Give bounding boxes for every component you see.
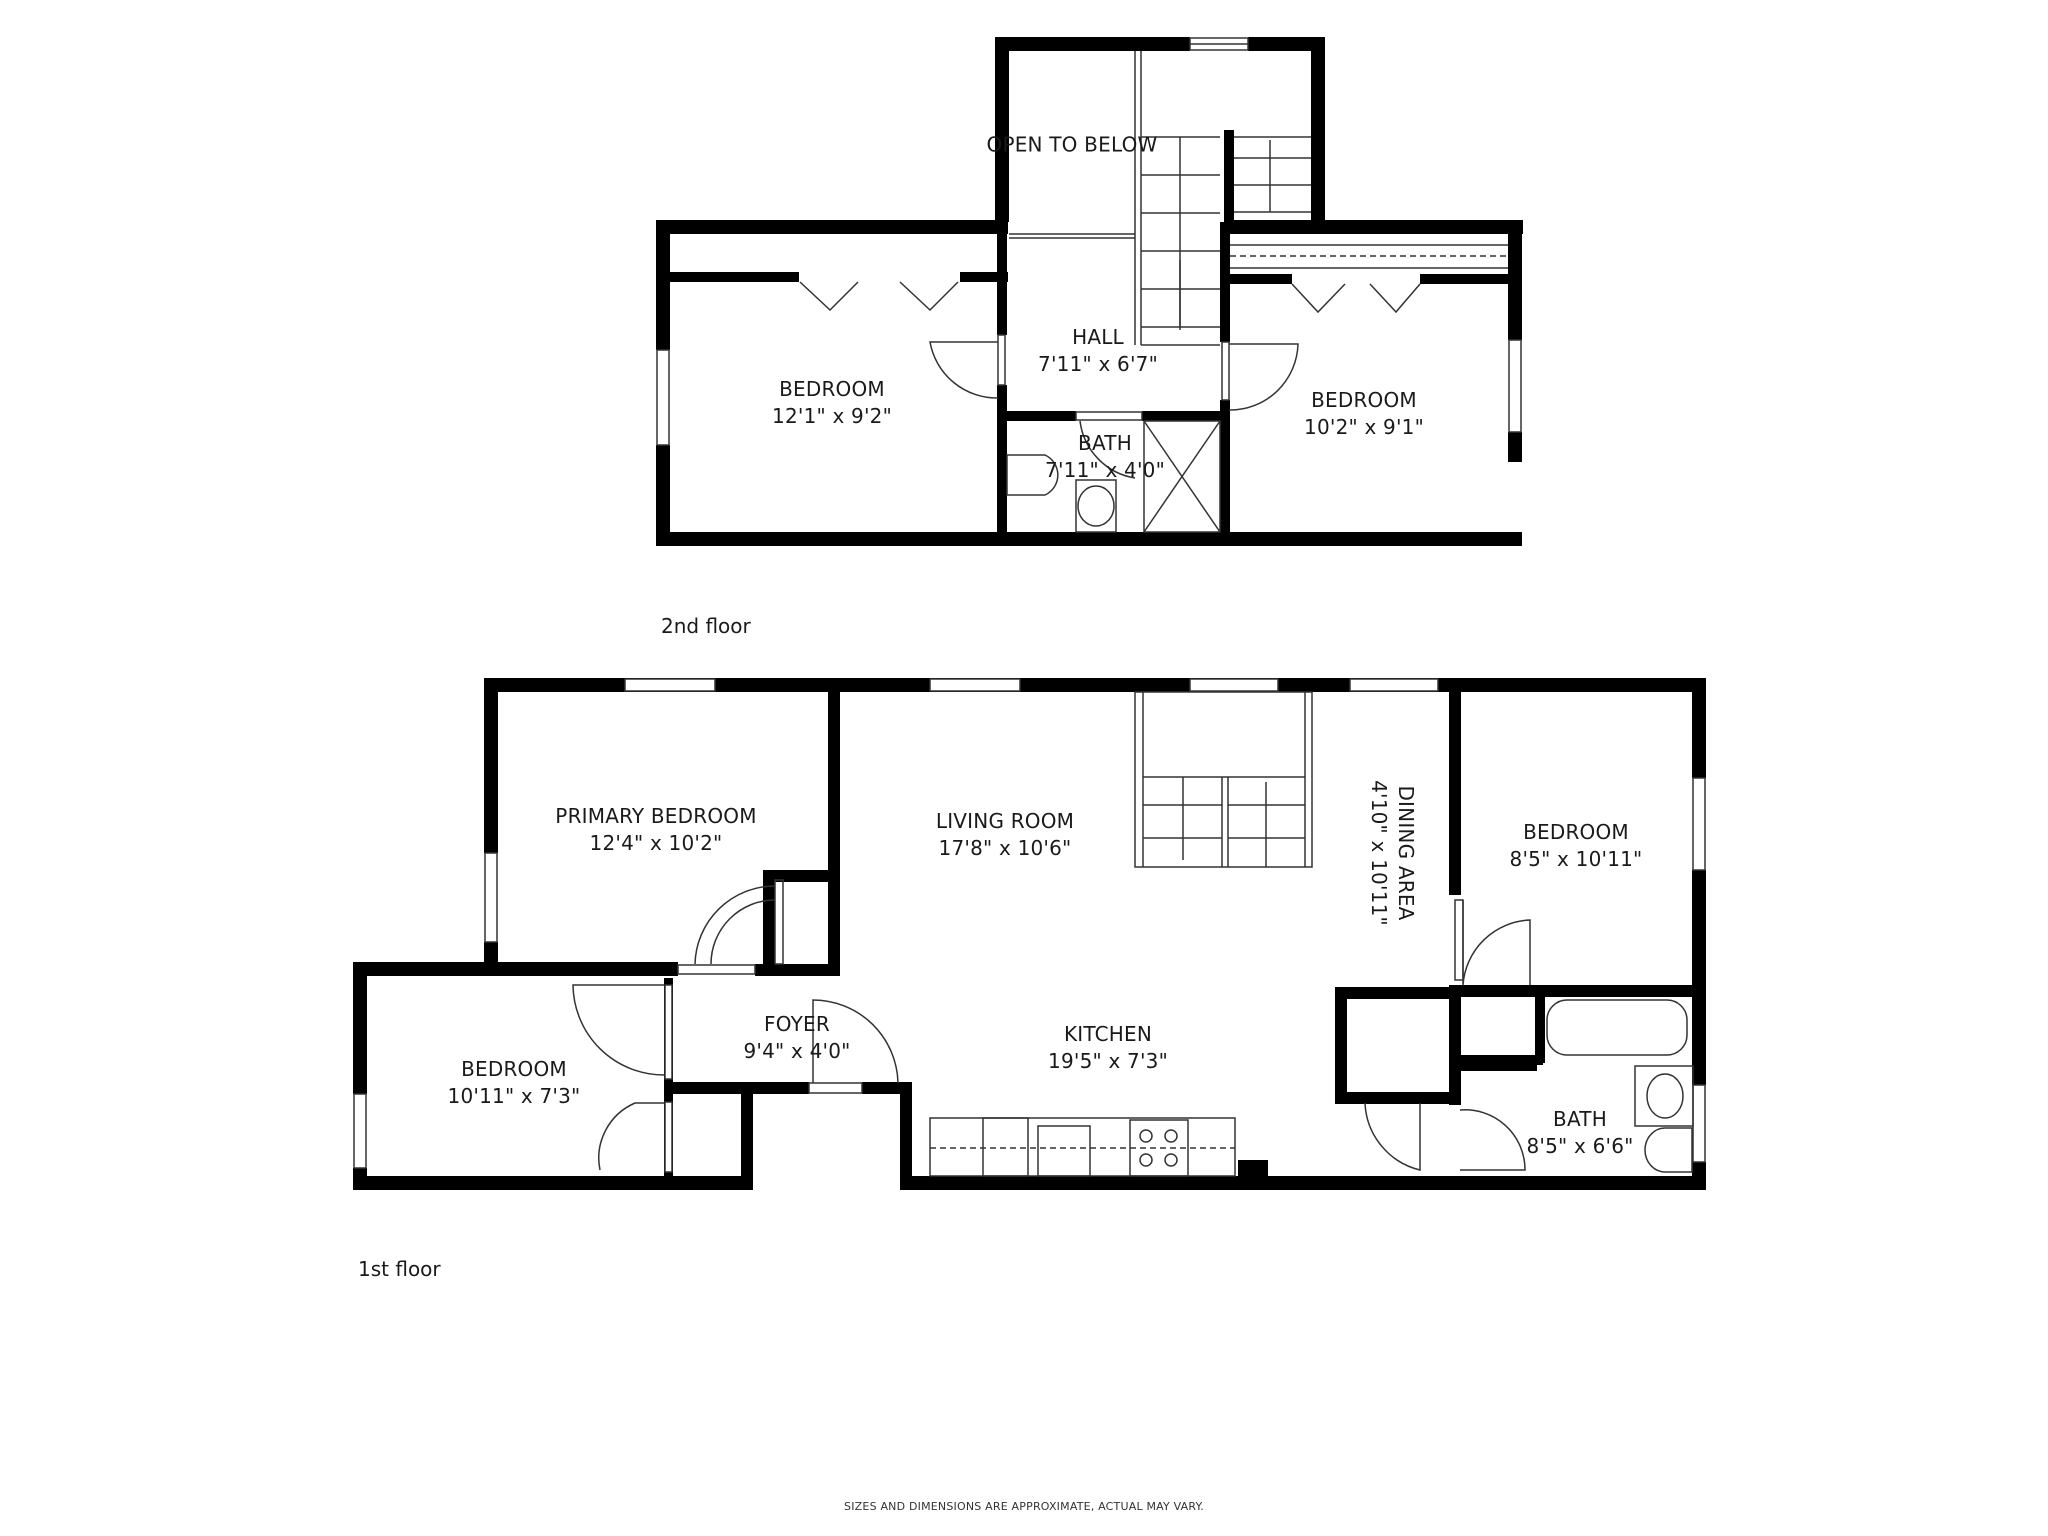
room-dims: 12'4" x 10'2" <box>589 831 723 855</box>
room-name: DINING AREA <box>1394 785 1418 921</box>
room-dims: 7'11" x 4'0" <box>1045 458 1165 482</box>
room-dims: 12'1" x 9'2" <box>772 404 892 428</box>
room-name: BATH <box>1078 431 1132 455</box>
room-dims: 8'5" x 10'11" <box>1509 847 1643 871</box>
room-bedroom-1f-left: BEDROOM 10'11" x 7'3" <box>448 1056 581 1110</box>
second-floor-fixtures <box>656 37 1522 533</box>
room-name: KITCHEN <box>1063 1022 1153 1046</box>
room-dims: 10'11" x 7'3" <box>447 1084 581 1108</box>
room-primary-bedroom: PRIMARY BEDROOM 12'4" x 10'2" <box>555 803 756 857</box>
room-dims: 9'4" x 4'0" <box>743 1039 851 1063</box>
second-floor-walls <box>656 37 1523 546</box>
room-name: BEDROOM <box>461 1057 567 1081</box>
room-name: BEDROOM <box>1311 388 1417 412</box>
room-name: BEDROOM <box>1523 820 1629 844</box>
room-bedroom-2f-left: BEDROOM 12'1" x 9'2" <box>772 376 892 430</box>
room-name: FOYER <box>764 1012 830 1036</box>
floor-label-2nd: 2nd floor <box>661 614 751 638</box>
first-floor-fixtures <box>353 678 1706 1177</box>
room-kitchen: KITCHEN 19'5" x 7'3" <box>1048 1021 1168 1075</box>
room-bath-2f: BATH 7'11" x 4'0" <box>1045 430 1165 484</box>
room-foyer: FOYER 9'4" x 4'0" <box>743 1011 850 1065</box>
room-name: HALL <box>1072 325 1124 349</box>
disclaimer-text: SIZES AND DIMENSIONS ARE APPROXIMATE, AC… <box>844 1500 1204 1513</box>
room-name: OPEN TO BELOW <box>986 132 1158 157</box>
room-name: LIVING ROOM <box>935 809 1075 833</box>
room-name: PRIMARY BEDROOM <box>555 804 757 828</box>
room-bath-1f: BATH 8'5" x 6'6" <box>1526 1106 1633 1160</box>
room-dims: 17'8" x 10'6" <box>938 836 1072 860</box>
first-floor-walls <box>353 678 1706 1190</box>
room-dims: 4'10" x 10'11" <box>1367 780 1391 926</box>
room-dims: 19'5" x 7'3" <box>1048 1049 1168 1073</box>
room-dining-area: DINING AREA 4'10" x 10'11" <box>1365 780 1419 926</box>
room-open-to-below: OPEN TO BELOW <box>987 132 1158 159</box>
room-dims: 10'2" x 9'1" <box>1304 415 1424 439</box>
room-living-room: LIVING ROOM 17'8" x 10'6" <box>936 808 1074 862</box>
room-name: BATH <box>1553 1107 1607 1131</box>
room-bedroom-1f-right: BEDROOM 8'5" x 10'11" <box>1510 819 1643 873</box>
room-dims: 7'11" x 6'7" <box>1038 352 1158 376</box>
room-dims: 8'5" x 6'6" <box>1526 1134 1634 1158</box>
room-hall: HALL 7'11" x 6'7" <box>1038 324 1158 378</box>
floor-label-1st: 1st floor <box>358 1257 441 1281</box>
room-name: BEDROOM <box>779 377 885 401</box>
room-bedroom-2f-right: BEDROOM 10'2" x 9'1" <box>1304 387 1424 441</box>
